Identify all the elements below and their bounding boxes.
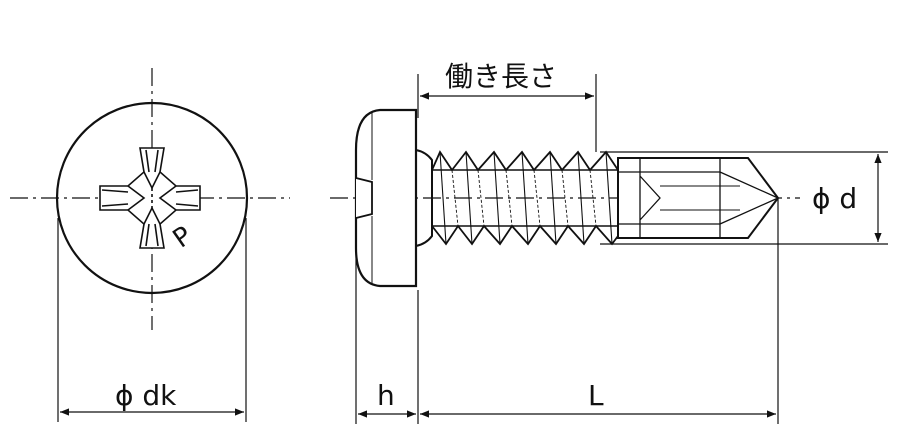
shank-diameter-label: ϕ d bbox=[812, 182, 857, 215]
screw-neck bbox=[415, 149, 433, 247]
length-dimension bbox=[420, 198, 779, 424]
length-label: L bbox=[588, 379, 604, 412]
head-top-view bbox=[10, 68, 290, 330]
screw-side-view bbox=[330, 108, 800, 288]
head-diameter-label: ϕ dk bbox=[115, 379, 177, 412]
thread-crests-bottom bbox=[431, 224, 619, 246]
effective-length-label: 働き長さ bbox=[445, 60, 557, 93]
head-height-label: h bbox=[377, 379, 395, 412]
effective-length-dimension bbox=[417, 74, 597, 152]
head-slot bbox=[355, 177, 373, 219]
thread-crests-top bbox=[431, 150, 619, 172]
head-mark-label: P bbox=[168, 221, 198, 255]
head-height-dimension bbox=[355, 220, 419, 424]
phillips-recess-icon bbox=[99, 147, 201, 249]
head-diameter-dimension bbox=[57, 218, 247, 422]
drill-point bbox=[617, 157, 780, 239]
shank-diameter-dimension bbox=[600, 151, 888, 245]
